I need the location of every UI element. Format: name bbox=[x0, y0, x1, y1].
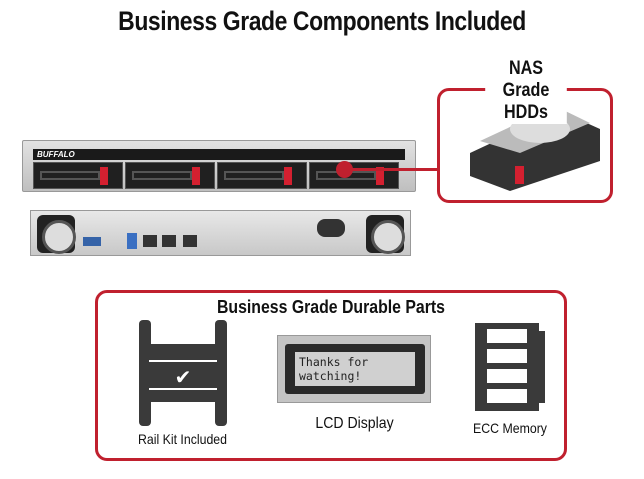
svg-text:✔: ✔ bbox=[175, 367, 192, 389]
lan-port bbox=[143, 235, 157, 247]
lcd-line1: Thanks for bbox=[299, 355, 369, 369]
lcd-label: LCD Display bbox=[315, 415, 394, 432]
power-socket bbox=[317, 219, 345, 237]
drive-bay-4 bbox=[309, 162, 399, 189]
rail-kit-label: Rail Kit Included bbox=[137, 431, 228, 447]
ecc-memory-label: ECC Memory bbox=[473, 420, 547, 436]
callout-dot bbox=[336, 161, 353, 178]
ecc-memory-icon bbox=[475, 323, 545, 411]
lan-port bbox=[162, 235, 176, 247]
vga-port bbox=[83, 237, 101, 246]
parts-title: Business Grade Durable Parts bbox=[216, 297, 446, 317]
fan-icon bbox=[366, 215, 405, 254]
nas-label-line1: NAS Grade bbox=[502, 58, 550, 101]
durable-parts-box bbox=[95, 290, 567, 461]
rail-kit-icon: ✔ bbox=[139, 320, 227, 426]
nas-rear-panel bbox=[30, 210, 411, 256]
nas-front-panel: BUFFALO bbox=[22, 140, 416, 192]
page-title: Business Grade Components Included bbox=[118, 6, 526, 36]
drive-bay-1 bbox=[33, 162, 123, 189]
brand-logo: BUFFALO bbox=[37, 150, 75, 159]
lcd-line2: watching! bbox=[299, 369, 362, 383]
drive-bay-2 bbox=[125, 162, 215, 189]
fan-icon bbox=[37, 215, 76, 254]
lan-port bbox=[183, 235, 197, 247]
callout-connector bbox=[345, 168, 439, 171]
usb-port bbox=[127, 233, 137, 249]
nas-label: NAS Grade HDDs bbox=[485, 58, 567, 124]
nas-label-line2: HDDs bbox=[504, 102, 548, 123]
drive-bay-3 bbox=[217, 162, 307, 189]
